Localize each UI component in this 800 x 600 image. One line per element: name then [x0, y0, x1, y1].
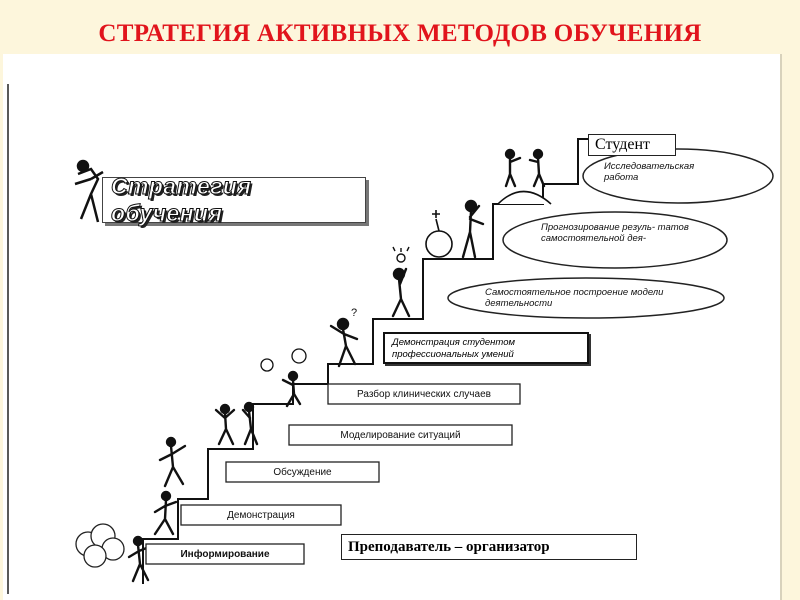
staircase-drawing: ?: [7, 84, 774, 594]
demo-step-box: Демонстрация студентом профессиональных …: [383, 332, 589, 364]
doodle-icon: ?: [260, 307, 357, 372]
stick-figure-icon: [153, 490, 178, 536]
student-label: Студент: [588, 134, 676, 156]
ellipse-1: [447, 277, 725, 319]
stick-figure-icon: [461, 199, 485, 259]
step-label-3: Обсуждение: [273, 466, 332, 478]
hill-icon: [497, 190, 552, 205]
strategy-label: Стратегия обучения: [111, 173, 252, 227]
step-box-5: [327, 383, 521, 405]
ellipse-label-2: Прогнозирование резуль- татов самостояте…: [541, 222, 689, 245]
demo-step-label: Демонстрация студентом профессиональных …: [392, 337, 516, 360]
step-label-1: Информирование: [180, 548, 270, 560]
stick-figure-icon: [241, 401, 259, 446]
slide-title: СТРАТЕГИЯ АКТИВНЫХ МЕТОДОВ ОБУЧЕНИЯ: [98, 20, 702, 47]
stick-figure-icon: [391, 267, 411, 318]
step-label-2: Демонстрация: [227, 509, 295, 521]
ellipse-3: [582, 148, 774, 204]
step-box-1: [145, 543, 305, 565]
bomb-icon: [425, 210, 453, 258]
ellipse-label-1: Самостоятельное построение модели деятел…: [485, 287, 664, 310]
teacher-label: Преподаватель – организатор: [341, 534, 637, 560]
ellipse-2: [502, 211, 728, 269]
strategy-label-box: Стратегия обучения: [102, 173, 366, 227]
step-box-4: [288, 424, 513, 446]
step-label-5: Разбор клинических случаев: [357, 388, 491, 400]
stick-figure-icon: [158, 436, 187, 488]
diagram-panel: ? Стратегия обучения Студент Преподавате…: [3, 54, 782, 600]
stick-figure-icon: [281, 370, 302, 408]
step-box-3: [225, 461, 380, 483]
cloud-icon: [75, 523, 125, 568]
ellipse-label-3: Исследовательская работа: [604, 161, 695, 184]
climber-figure-icon: [74, 159, 104, 223]
lightbulb-icon: [392, 246, 410, 263]
stick-figure-icon: [329, 317, 359, 368]
step-box-2: [180, 504, 342, 526]
stick-figure-icon: [528, 148, 546, 188]
stick-figure-icon: [214, 403, 236, 446]
svg-text:?: ?: [351, 307, 357, 319]
step-label-4: Моделирование ситуаций: [340, 429, 461, 441]
stick-figure-icon: [504, 148, 522, 188]
stick-figure-icon: [127, 535, 151, 583]
